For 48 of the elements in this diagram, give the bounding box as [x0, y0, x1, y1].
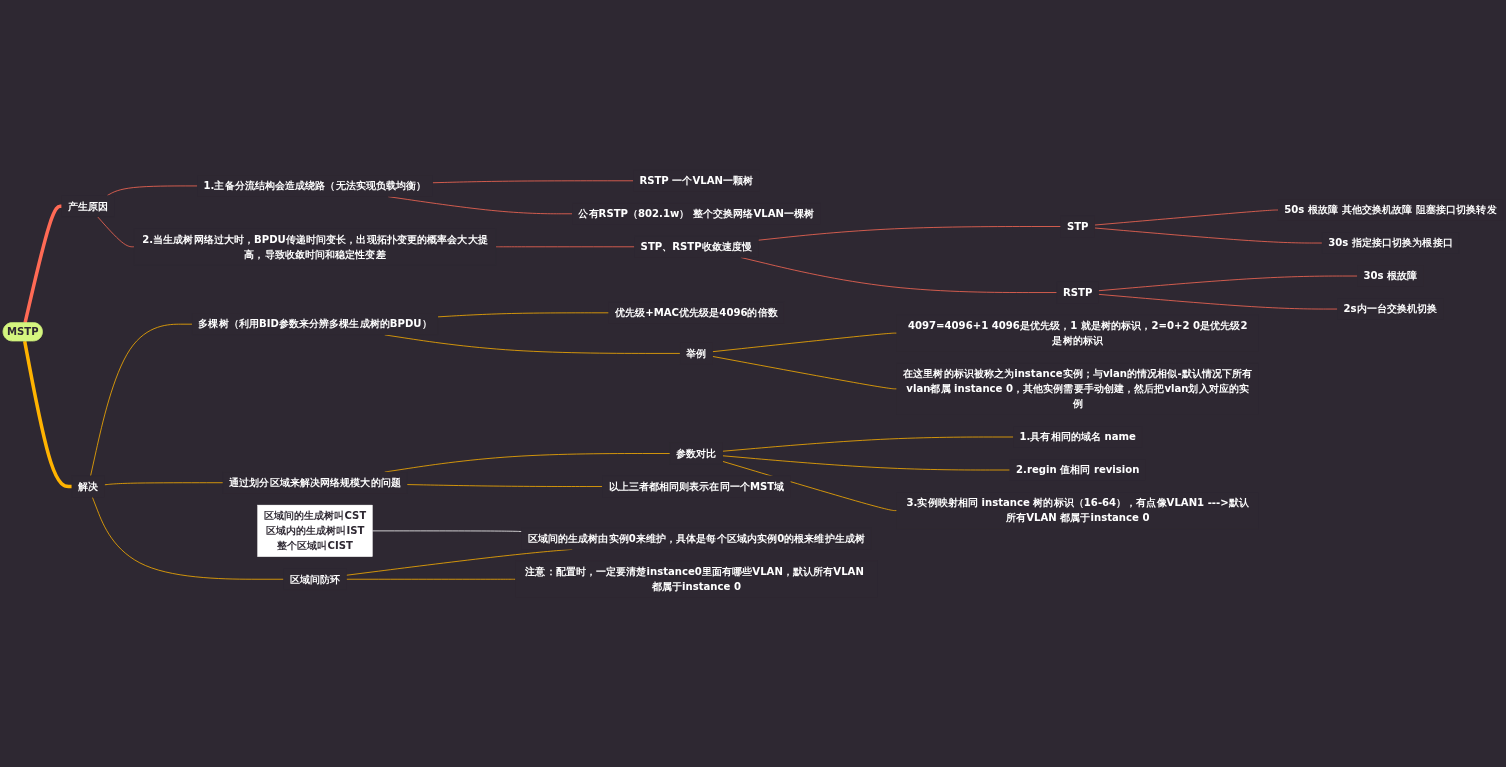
connector — [90, 323, 193, 476]
connector — [22, 340, 72, 488]
connector — [437, 312, 610, 317]
connector — [1094, 209, 1279, 226]
node-text: 2.当生成树网络过大时，BPDU传递时间变长，出现拓扑变更的概率会大大提高，导致收敛时间和稳定性变差 — [142, 232, 488, 260]
node-text: 30s 指定接口切换为根接口 — [1328, 236, 1453, 249]
node-text: 参数对比 — [676, 447, 717, 459]
connector — [1098, 293, 1338, 310]
node-text: 4097=4096+1 4096是优先级，1 就是树的标识，2=0+2 0是优先级2是树的标识 — [908, 319, 1248, 347]
connector — [722, 436, 1014, 452]
connector — [722, 455, 1011, 471]
node-text: 通过划分区域来解决网络规模大的问题 — [229, 476, 401, 489]
node-text: 在这里树的标识被称之为instance实例；与vlan的情况相似-默认情况下所有vlan都属 instance 0，其他实例需要手动创建，然后把vlan划入对应的实例 — [903, 367, 1253, 410]
node-text: 公有RSTP（802.1w） 整个交换网络VLAN一棵树 — [578, 207, 815, 220]
node-box: 区域间的生成树叫CST 区域内的生成树叫IST 整个区域叫CIST — [257, 504, 373, 557]
node-text: 1.主备分流结构会造成绕路（无法实现负载均衡） — [203, 179, 427, 192]
connector — [712, 355, 898, 389]
connector — [104, 482, 224, 485]
node-text: 举例 — [686, 347, 707, 359]
connector — [1098, 275, 1358, 291]
node-text: 产生原因 — [68, 199, 109, 212]
connector — [757, 225, 1062, 241]
node-text: 30s 根故障 — [1363, 269, 1418, 282]
connector — [432, 180, 634, 183]
node-text: 3.实例映射相同 instance 树的标识（16-64），有点像VLAN1 --->默认所有VLAN 都属于instance 0 — [906, 496, 1249, 524]
node-text: STP — [1066, 220, 1089, 232]
node-text: 50s 根故障 其他交换机故障 阻塞接口切换转发 — [1284, 203, 1497, 216]
node-text: 区域间的生成树由实例0来维护，具体是每个区域内实例0的根来维护生成树 — [527, 532, 865, 544]
node-text: 多棵树（利用BID参数来分辨多棵生成树的BPDU） — [198, 317, 432, 330]
node-text: STP、RSTP收敛速度慢 — [640, 240, 753, 253]
connector — [97, 216, 135, 247]
node-text: 区域间防环 — [289, 572, 341, 585]
connector — [23, 204, 62, 323]
node-text: RSTP — [1063, 286, 1093, 298]
node-text: 1.具有相同的域名 name — [1019, 430, 1136, 443]
node-text: RSTP 一个VLAN一颗树 — [639, 174, 754, 187]
connector — [712, 332, 898, 352]
connector — [372, 530, 522, 532]
node-text: 优先级+MAC优先级是4096的倍数 — [614, 306, 778, 319]
connector — [1094, 227, 1323, 244]
connector — [106, 185, 198, 196]
node-text: 注意：配置时，一定要清楚instance0里面有哪些VLAN，默认所有VLAN 都属于instance 0 — [525, 565, 864, 593]
node-text: 以上三者都相同则表示在同一个MST域 — [608, 480, 785, 492]
node-text: 解决 — [78, 480, 99, 492]
node-text: 2s内一台交换机切换 — [1343, 302, 1438, 315]
node-text: 2.regin 值相同 revision — [1016, 463, 1140, 476]
connector — [91, 496, 284, 580]
connector — [406, 483, 603, 487]
